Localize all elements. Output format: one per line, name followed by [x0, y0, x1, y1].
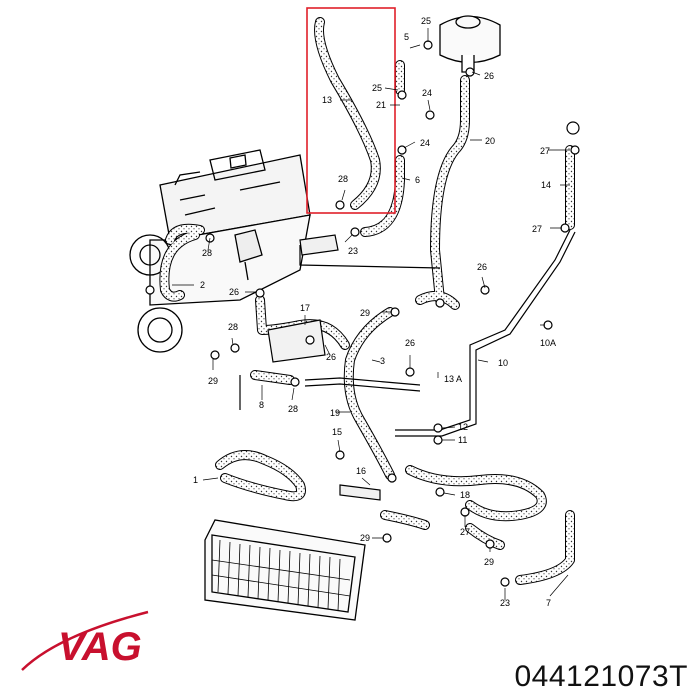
highlight-box [306, 7, 396, 214]
callout-label: 26 [405, 338, 415, 348]
callout-label: 3 [380, 356, 385, 366]
callout-label: 17 [300, 303, 310, 313]
callout-label: 12 [458, 422, 468, 432]
callout-label: 6 [415, 175, 420, 185]
callout-label: 26 [477, 262, 487, 272]
callout-label: 28 [338, 174, 348, 184]
callout-label: 24 [420, 138, 430, 148]
callout-label: 25 [421, 16, 431, 26]
callout-label: 16 [356, 466, 366, 476]
callout-label: 1 [193, 475, 198, 485]
callout-label: 29 [360, 533, 370, 543]
logo-swoosh [21, 610, 149, 671]
callout-label: 28 [202, 248, 212, 258]
callout-label: 29 [484, 557, 494, 567]
callout-label: 13 [322, 95, 332, 105]
callout-label: 11 [458, 435, 467, 445]
callout-label: 27 [532, 224, 542, 234]
callout-label: 15 [332, 427, 342, 437]
callout-label: 2 [200, 280, 205, 290]
callout-label: 26 [484, 71, 494, 81]
callout-label: 26 [229, 287, 239, 297]
metal-pipes [239, 229, 576, 501]
callout-label: 19 [330, 408, 340, 418]
callout-label: 27 [540, 146, 550, 156]
vag-logo: VAG [21, 610, 149, 671]
callout-label: 29 [208, 376, 218, 386]
leader-lines [172, 28, 570, 600]
callout-label: 10 [498, 358, 508, 368]
expansion-tank [439, 15, 501, 73]
callout-label: 23 [348, 246, 358, 256]
callout-label: 13 A [444, 374, 462, 384]
callout-label: 28 [288, 404, 298, 414]
part-number: 044121073T [514, 660, 688, 693]
callout-label: 28 [228, 322, 238, 332]
callout-label: 20 [485, 136, 495, 146]
callout-label: 21 [376, 100, 386, 110]
callout-label: 18 [460, 490, 470, 500]
callout-label: 7 [546, 598, 551, 608]
radiator [204, 519, 366, 621]
engine-block [129, 149, 311, 353]
callout-label: 23 [500, 598, 510, 608]
callout-label: 8 [259, 400, 264, 410]
callout-label: 26 [326, 352, 336, 362]
callout-label: 24 [422, 88, 432, 98]
callout-label: 5 [404, 32, 409, 42]
callout-label: 27 [460, 527, 470, 537]
clamps [145, 40, 580, 587]
callout-label: 25 [372, 83, 382, 93]
callout-label: 29 [360, 308, 370, 318]
callout-label: 10A [540, 338, 556, 348]
logo-text: VAG [58, 625, 142, 669]
callout-label: 14 [541, 180, 551, 190]
callout-labels: 25 5 26 13 25 21 24 20 24 27 14 28 6 28 … [193, 16, 556, 608]
